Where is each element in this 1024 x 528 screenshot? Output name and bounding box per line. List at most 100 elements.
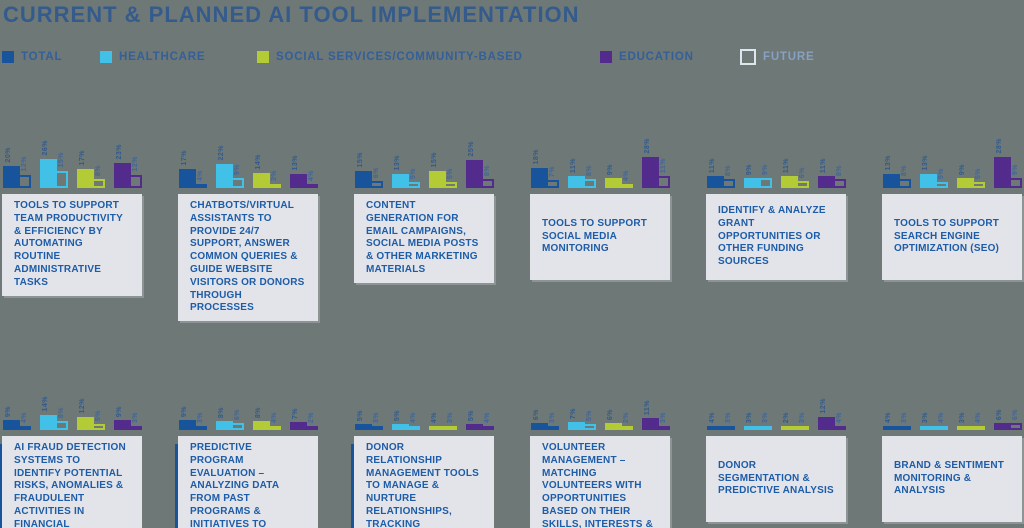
bar-pair: 28% 9% (994, 138, 1022, 188)
bar-current (642, 418, 659, 430)
bar-group: 17%4% 22%9% 14%3% 13%4% (178, 120, 318, 188)
bar-pair: 22%9% (216, 145, 244, 188)
bar-value-future: 7% (549, 165, 556, 177)
bar-value-future: 8% (901, 164, 908, 176)
bar-current (179, 169, 196, 188)
bar-pair: 9% 3% (179, 406, 207, 430)
legend-label-total: TOTAL (21, 51, 63, 63)
bar-value-future: 12% (21, 156, 28, 172)
chart-group: 6%3%7%5%6%2%11%3% VOLUNTEER MANAGEMENT –… (530, 362, 670, 528)
bar-value-current: 9% (116, 405, 123, 417)
tool-label-box: BRAND & SENTIMENT MONITORING & ANALYSIS (882, 436, 1022, 522)
bar-value-future: 5% (447, 167, 454, 179)
chart-group: 9%3%8%6%8%4%7%2% PREDICTIVE PROGRAM EVAL… (178, 362, 318, 528)
bar-current (781, 426, 798, 430)
bar-pair: 13%4% (290, 155, 318, 188)
tool-label: DONOR RELATIONSHIP MANAGEMENT TOOLS TO M… (366, 442, 480, 528)
bar-value-future: 5% (975, 167, 982, 179)
tool-label-box: DONOR RELATIONSHIP MANAGEMENT TOOLS TO M… (354, 436, 494, 528)
chart-title: CURRENT & PLANNED AI TOOL IMPLEMENTATION (3, 2, 580, 27)
bar-value-future: 5% (938, 167, 945, 179)
legend: TOTAL HEALTHCARE SOCIAL SERVICES/COMMUNI… (0, 49, 1024, 66)
bar-future (583, 179, 596, 188)
bar-current (216, 421, 233, 430)
bar-future (1009, 178, 1022, 188)
bar-value-future: 4% (21, 411, 28, 423)
tool-label: TOOLS TO SUPPORT SOCIAL MEDIA MONITORING (542, 217, 648, 255)
bar-pair: 17%4% (179, 150, 207, 188)
bar-future (305, 184, 318, 188)
bar-future (92, 179, 105, 188)
bar-future (194, 184, 207, 188)
chart-group: 4%3%3%4%3%4%6%6% BRAND & SENTIMENT MONIT… (882, 362, 1022, 528)
bar-value-future: 3% (549, 411, 556, 423)
bar-value-current: 13% (922, 155, 929, 171)
tool-label-box: AI FRAUD DETECTION SYSTEMS TO IDENTIFY P… (2, 436, 142, 528)
bar-value-current: 11% (709, 157, 716, 173)
bar-value-current: 7% (570, 407, 577, 419)
bar-future (444, 182, 457, 188)
legend-label-future: FUTURE (763, 51, 815, 63)
bar-pair: 13% 5% (920, 155, 948, 188)
bar-pair: 4%3% (429, 412, 457, 430)
bar-value-future: 4% (484, 411, 491, 423)
bar-future (583, 424, 596, 430)
bar-group: 15%6%13%5%15%5%25%8% (354, 120, 494, 188)
bar-pair: 2%3% (781, 412, 809, 430)
bar-value-future: 3% (271, 169, 278, 181)
bar-group: 9%4%14%8%12%5%9%3% (2, 362, 142, 430)
bar-pair: 14%3% (253, 154, 281, 188)
bar-pair: 6%6% (994, 409, 1022, 430)
bar-value-current: 4% (885, 411, 892, 423)
bar-pair: 26%15% (40, 140, 68, 188)
bar-value-future: 9% (1012, 163, 1019, 175)
legend-swatch-future (740, 49, 756, 65)
bar-future (620, 426, 633, 430)
bar-value-future: 8% (58, 406, 65, 418)
bar-value-current: 17% (79, 150, 86, 166)
bar-pair: 13%5% (392, 155, 420, 188)
bar-value-current: 8% (255, 406, 262, 418)
bar-value-current: 9% (5, 405, 12, 417)
bar-current (818, 417, 835, 430)
bar-pair: 8%4% (253, 407, 281, 430)
bar-pair: 4%3% (883, 412, 911, 430)
bar-value-current: 28% (996, 138, 1003, 154)
chart-group: 11%8%9%9%11%6%11%8% IDENTIFY & ANALYZE G… (706, 120, 846, 321)
bar-value-future: 2% (308, 411, 315, 423)
bar-current (114, 163, 131, 188)
bar-future (972, 182, 985, 188)
bar-value-future: 3% (373, 411, 380, 423)
bar-current (920, 174, 937, 188)
bar-future (18, 426, 31, 430)
bar-pair: 14% 8% (40, 396, 68, 430)
bar-future (833, 426, 846, 430)
bar-current (568, 176, 585, 188)
bar-value-current: 14% (42, 396, 49, 412)
bar-current (605, 178, 622, 188)
bar-value-current: 9% (181, 405, 188, 417)
chart-group: 18%7%11%8%9%4%28%11% TOOLS TO SUPPORT SO… (530, 120, 670, 321)
bar-value-current: 11% (570, 157, 577, 173)
bar-value-current: 11% (820, 157, 827, 173)
bar-current (77, 417, 94, 430)
bar-current (883, 426, 900, 430)
bar-pair: 7%2% (290, 408, 318, 430)
bar-value-future: 4% (975, 411, 982, 423)
bar-value-future: 3% (725, 411, 732, 423)
bar-value-future: 3% (197, 411, 204, 423)
bar-group: 20%12%26%15%17%8%23%12% (2, 120, 142, 188)
bar-future (898, 426, 911, 430)
bar-value-current: 23% (116, 144, 123, 160)
bar-group: 9%3%8%6%8%4%7%2% (178, 362, 318, 430)
bar-pair: 9% 4% (3, 406, 31, 430)
bar-group: 11%8%9%9%11%6%11%8% (706, 120, 846, 188)
legend-swatch-total (2, 51, 14, 63)
bar-value-future: 6% (799, 166, 806, 178)
legend-label-education: EDUCATION (619, 51, 694, 63)
bar-current (216, 164, 233, 188)
tool-label-box: VOLUNTEER MANAGEMENT – MATCHING VOLUNTEE… (530, 436, 670, 528)
bar-value-future: 4% (308, 169, 315, 181)
tool-label-box: CONTENT GENERATION FOR EMAIL CAMPAIGNS, … (354, 194, 494, 283)
bar-value-future: 4% (623, 169, 630, 181)
